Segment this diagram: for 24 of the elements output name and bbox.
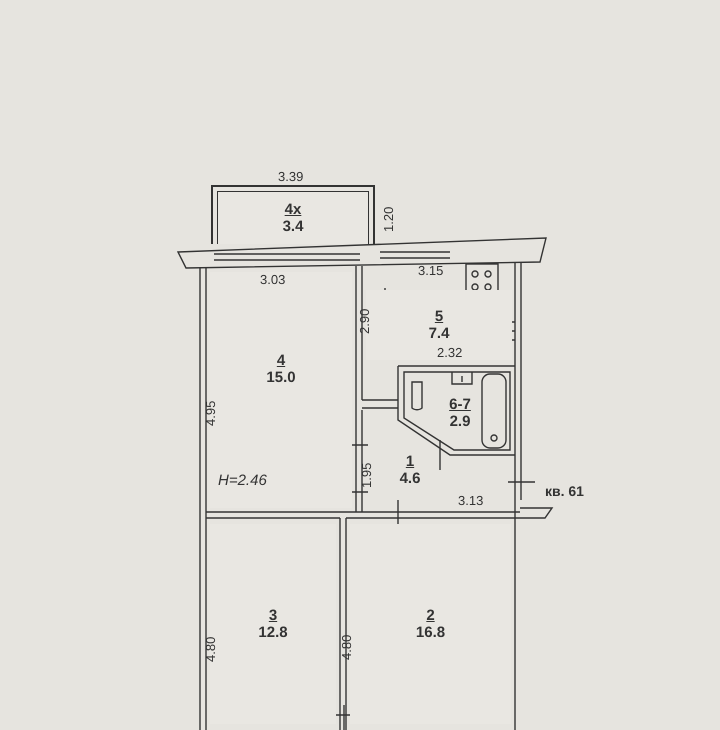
ceiling-height-note: H=2.46 [218,474,267,488]
dimension-label: 2.32 [437,346,462,360]
dimension-label: 4.80 [204,636,218,662]
room-number: 3 [268,607,278,624]
room-area-value: 16.8 [416,624,446,641]
dimension-label: 3.39 [278,170,304,184]
room-area-value: 4.6 [400,470,420,487]
room-number: 6-7 [449,396,471,413]
dimension-label: 3.15 [418,264,444,278]
room-number: 5 [434,308,444,325]
room-number: 1 [406,453,414,470]
room-area-value: 15.0 [266,369,296,386]
room-area-value: 2.9 [450,413,470,430]
room-area-value: 7.4 [428,325,450,342]
dimension-label: 1.20 [382,206,396,232]
dimension-label: 3.03 [260,273,286,287]
room-number: 4 [276,352,286,369]
room-number: 4х [284,201,302,218]
room-area-value: 3.4 [282,218,304,235]
room-area-value: 12.8 [258,624,288,641]
room-number: 2 [426,607,435,624]
room-area [218,192,368,244]
apartment-number: кв. 61 [545,484,584,498]
dimension-label: 3.13 [458,494,484,508]
